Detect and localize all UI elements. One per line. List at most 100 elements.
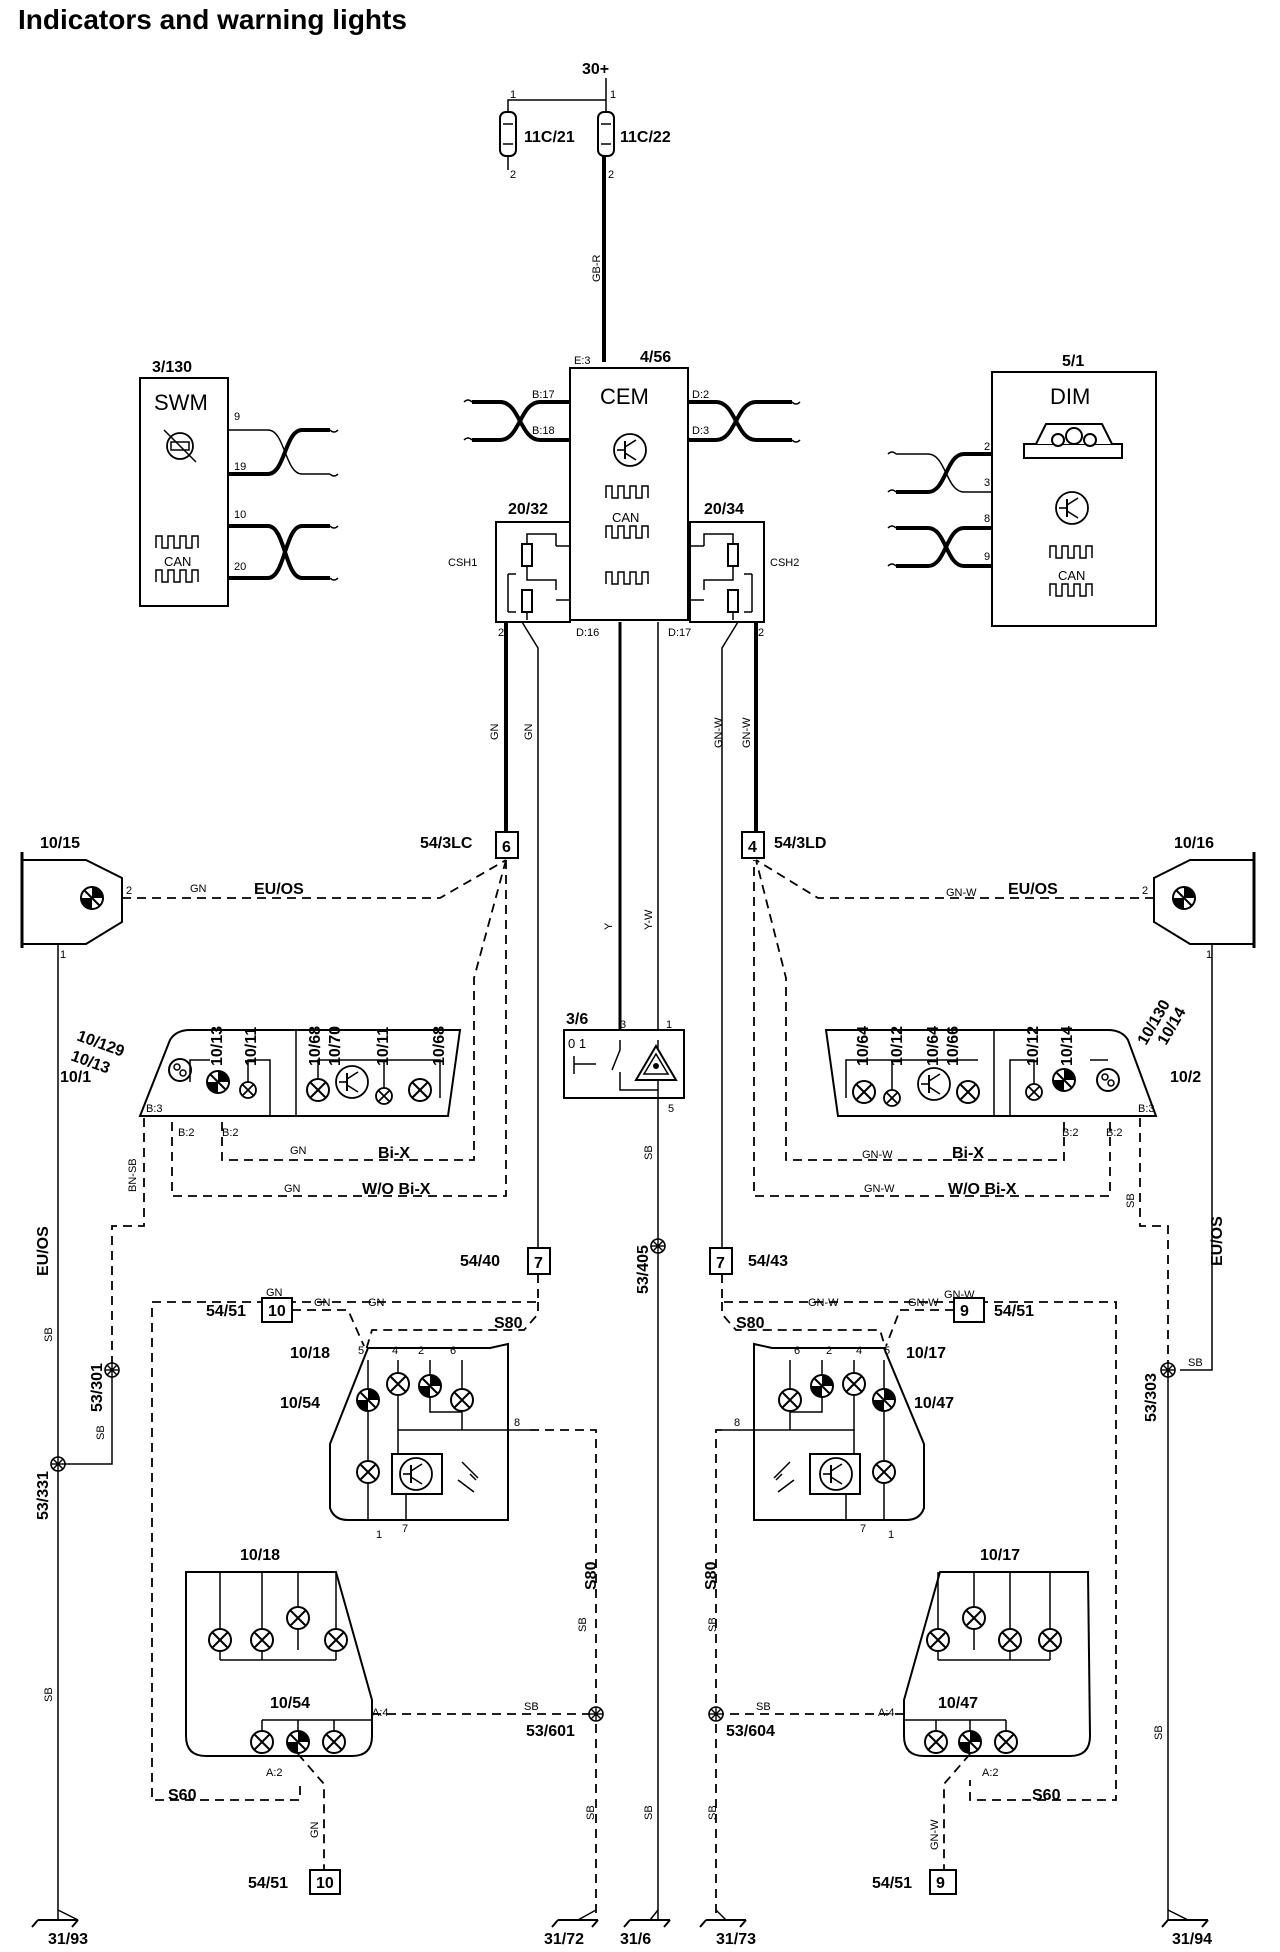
side-repeater-lamp-icon	[80, 886, 104, 910]
hazard-switch: 3/6 3 1 5 0 1 53/405 SB SB	[563, 1011, 685, 1920]
wire-y-w-label: Y-W	[643, 909, 655, 930]
swm-pin-20: 20	[234, 561, 246, 573]
left-sb-2: SB	[43, 1687, 55, 1702]
c-54-51-l-pin: 10	[268, 1303, 286, 1320]
shunt-left-ref: 20/32	[508, 501, 548, 518]
c-54-3ld-pin: 4	[748, 839, 757, 856]
swm-pin-9: 9	[234, 411, 240, 423]
mirror-r-pin-1: 1	[888, 1529, 894, 1541]
right-mirror: 10/17 10/47 6 2 4 5 8 7 1 SB S80	[703, 1342, 954, 1920]
eu-os-left-top: EU/OS	[254, 881, 304, 898]
ground-31-72: 31/72	[544, 1931, 584, 1948]
ground-31-94: 31/94	[1172, 1931, 1212, 1948]
c-54-43-ref: 54/43	[748, 1253, 788, 1270]
mirror-l-pin-8: 8	[514, 1417, 520, 1429]
hl-right-bix-wire: GN-W	[862, 1149, 893, 1161]
wire-gn-w-label-2: GN-W	[741, 717, 753, 748]
supply-section: 30+ 1 1 2 11C/21 11C/22 2 GB-R	[499, 61, 671, 362]
hl-right-top-6: 10/14	[1059, 1026, 1076, 1066]
cem-pin-e3: E:3	[574, 355, 591, 367]
side-rep-left-ref: 10/15	[40, 835, 80, 852]
eu-os-right-top: EU/OS	[1008, 881, 1058, 898]
hl-left-top-6: 10/68	[431, 1026, 448, 1066]
hazard-pin-3: 3	[620, 1019, 626, 1031]
s80-left-vertical: S80	[583, 1561, 600, 1590]
shunt-left-name: CSH1	[448, 557, 477, 569]
left-mirror: 10/18 10/54 5 4 2 6 8 1 7 SB S80	[280, 1342, 600, 1920]
svg-text:2: 2	[608, 169, 614, 181]
hl-right-sb: SB	[1125, 1193, 1137, 1208]
side-repeater-right-lamp-icon	[1172, 886, 1196, 910]
s80-left-label: S80	[494, 1315, 523, 1332]
splice-53-301: 53/301	[89, 1363, 106, 1412]
ground-31-6: 31/6	[620, 1931, 651, 1948]
c-54-3lc-pin: 6	[502, 839, 511, 856]
dim-pin-2: 2	[984, 441, 990, 453]
dim-pin-9: 9	[984, 551, 990, 563]
s80-left-wire: GN	[266, 1287, 283, 1299]
dim-module: 5/1 DIM CAN 2 3 8 9	[887, 353, 1157, 627]
c-54-51-l-wire2: GN	[368, 1297, 385, 1309]
connector-54-3lc: 54/3LC 6	[420, 831, 519, 859]
cem-pin-d2: D:2	[692, 389, 709, 401]
svg-text:2: 2	[498, 627, 504, 639]
ground-31-93: 31/93	[48, 1931, 88, 1948]
c-54-40-pin: 7	[534, 1255, 543, 1272]
steering-wheel-icon	[163, 429, 197, 463]
hl-right-pin-b2a: B:2	[1106, 1127, 1123, 1139]
hl-left-bix: Bi-X	[378, 1145, 410, 1162]
rear-r-a2: A:2	[982, 1767, 999, 1779]
side-rep-left-wire: GN	[190, 883, 207, 895]
c-54-51-br-ref: 54/51	[872, 1875, 912, 1892]
left-headlamp: 10/129 10/13 10/1 10/13 10/11 10/68 10/7…	[35, 859, 507, 1370]
hl-right-ref3: 10/2	[1170, 1069, 1201, 1086]
mirror-l-pin-7: 7	[402, 1523, 408, 1535]
rear-left-ref2: 10/54	[270, 1695, 310, 1712]
dim-can: CAN	[1058, 568, 1085, 583]
right-side-repeater: 10/16 2 1 GN-W EU/OS	[755, 835, 1256, 1371]
hl-left-wo-wire: GN	[284, 1183, 301, 1195]
left-side-repeater: 10/15 2 1 GN EU/OS	[20, 835, 507, 1920]
c-54-51-br-pin: 9	[936, 1875, 945, 1892]
dim-pin-3: 3	[984, 477, 990, 489]
right-headlamp: 10/130 10/14 10/2 10/64 10/12 10/64 10/6…	[753, 859, 1226, 1370]
mirror-r-pin-2: 2	[826, 1345, 832, 1357]
c-54-51-r-pin: 9	[960, 1303, 969, 1320]
swm-module: 3/130 SWM CAN 9 19 10 20	[139, 359, 339, 607]
swm-pin-19: 19	[234, 461, 246, 473]
left-splice-sb: SB	[95, 1425, 107, 1440]
mirror-r-pin-4: 4	[856, 1345, 862, 1357]
splice-53-604: 53/604	[726, 1723, 775, 1740]
rear-r-gnw: GN-W	[929, 1819, 941, 1850]
c-54-51-r-wire2: GN-W	[808, 1297, 839, 1309]
mirror-l-pin-6: 6	[450, 1345, 456, 1357]
hl-left-top-4: 10/70	[327, 1026, 344, 1066]
c-54-40-ref: 54/40	[460, 1253, 500, 1270]
hl-left-bix-wire: GN	[290, 1145, 307, 1157]
hazard-states: 0 1	[568, 1036, 586, 1051]
connector-54-43: 7 54/43 GN-W S80 S60	[709, 1247, 1117, 1804]
hazard-triangle-icon	[634, 1044, 678, 1081]
swm-pin-10: 10	[234, 509, 246, 521]
right-sb-1: SB	[1153, 1725, 1165, 1740]
rear-r-a4: A:4	[878, 1707, 895, 1719]
hl-left-top-5: 10/11	[375, 1027, 392, 1066]
wire-gn-label-2: GN	[523, 723, 535, 740]
transistor-icon	[613, 433, 647, 467]
mirror-l-sb: SB	[577, 1617, 589, 1632]
cem-pin-d17: D:17	[668, 627, 691, 639]
s80-right-vertical: S80	[703, 1561, 720, 1590]
svg-text:1: 1	[510, 89, 516, 101]
hl-right-top-4: 10/66	[945, 1026, 962, 1066]
cem-can: CAN	[612, 510, 639, 525]
grounds: 31/93 31/72 31/6 31/73 31/94 SB SB	[31, 1805, 1212, 1948]
s80-right-label: S80	[736, 1315, 765, 1332]
svg-text:2: 2	[126, 885, 132, 897]
shunt-right-ref: 20/34	[704, 501, 744, 518]
center-sb-1: SB	[643, 1145, 655, 1160]
left-splices: 53/301 53/331 SB SB SB	[35, 1327, 120, 1702]
mirror-right-ref2: 10/47	[914, 1395, 954, 1412]
mirror-r-pin-5: 5	[884, 1345, 890, 1357]
right-rear-cluster: 10/17 10/47 A:4 A:2 SB 53/604 GN-W 9 54/…	[708, 1547, 1092, 1895]
c-54-3ld-ref: 54/3LD	[774, 835, 826, 852]
